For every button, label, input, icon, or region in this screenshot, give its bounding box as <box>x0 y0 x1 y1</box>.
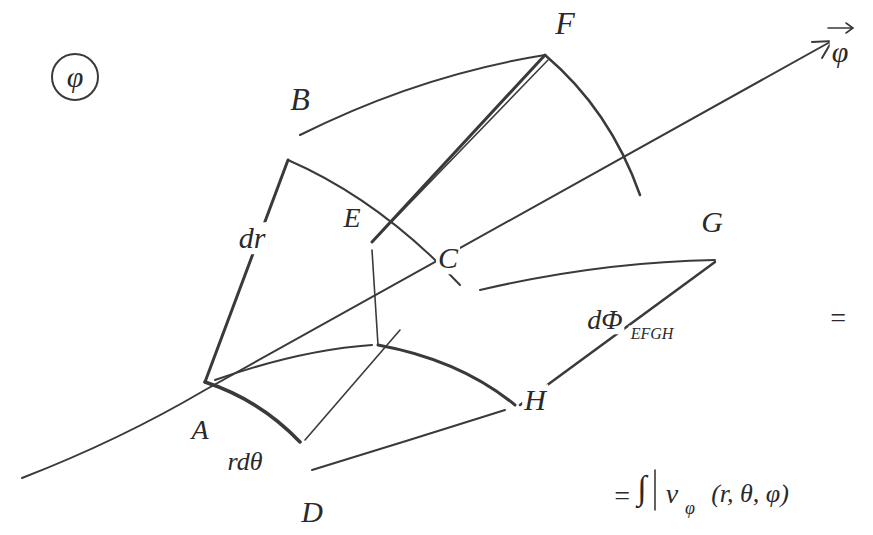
sketch-label: B <box>288 83 312 117</box>
edge-e <box>372 250 378 345</box>
edge-fg <box>545 55 640 195</box>
edge-ab <box>205 160 288 382</box>
circle-mark <box>52 54 98 100</box>
sketch-label: D <box>299 496 325 528</box>
sketch-label: F <box>553 7 577 41</box>
edge-ef <box>372 55 545 242</box>
integral-stroke <box>654 470 656 510</box>
sketch-label: G <box>699 206 725 238</box>
sketch-label: C <box>436 242 460 274</box>
edge-dh <box>312 410 505 470</box>
axis-line <box>22 42 830 478</box>
sketch-label: H <box>522 384 548 416</box>
edge-ef-2 <box>376 60 548 238</box>
sketch-label: A <box>189 415 210 444</box>
sketch-label: φ <box>65 61 86 93</box>
edge-gh <box>520 262 715 405</box>
sketch-label: EFGH <box>629 326 676 343</box>
sketch-label: rdθ <box>226 448 265 475</box>
sketch-label: dΦ <box>585 305 624 334</box>
sketch-label: ∫ <box>635 470 648 506</box>
sketch-label: v <box>664 479 680 508</box>
sketch-label: φ <box>830 36 851 68</box>
edge-eh <box>378 345 515 405</box>
vector-arrow <box>828 23 853 33</box>
sketch-label: (r, θ, φ) <box>709 480 791 507</box>
sketch-label: φ <box>683 499 697 518</box>
sketch-label: dr <box>237 222 268 254</box>
sketch-label: E <box>341 203 362 232</box>
edge-ad <box>205 382 300 442</box>
edge-ae <box>215 345 372 380</box>
sketch-label: = <box>827 303 850 332</box>
edge-cg <box>480 260 715 290</box>
sketch-label: = <box>611 481 634 510</box>
